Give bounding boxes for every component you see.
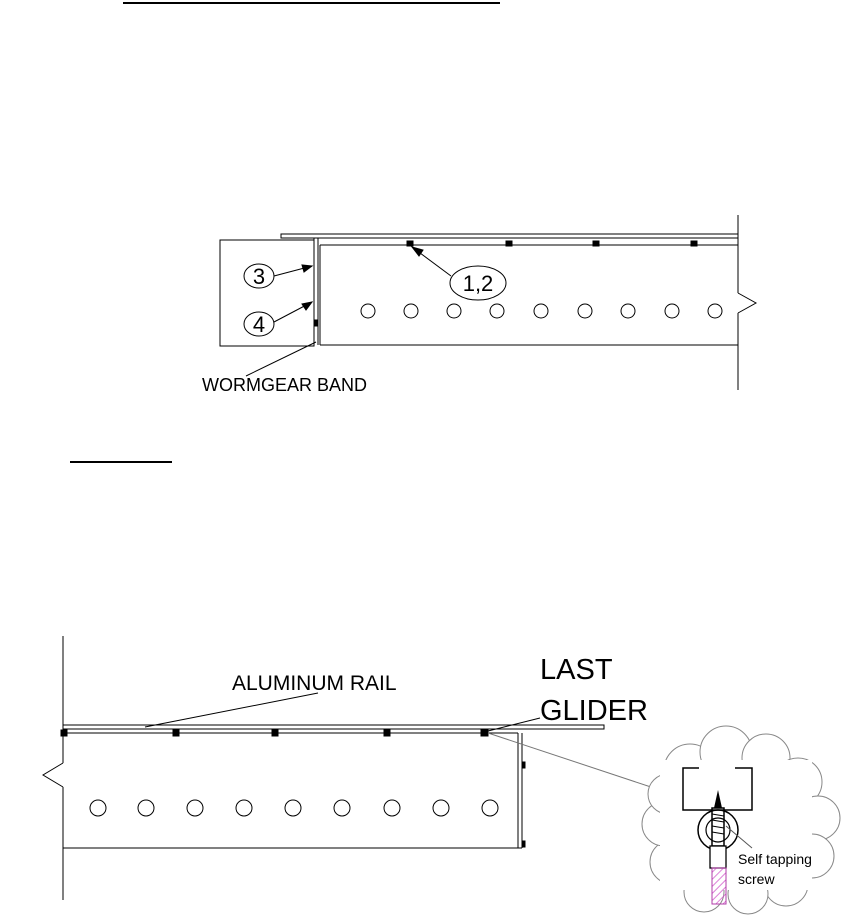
glider <box>406 240 414 247</box>
callout-balloon-1-2 <box>449 265 507 301</box>
perforation-hole <box>707 303 723 319</box>
perforation-hole <box>333 799 351 817</box>
callout-3: 3 <box>253 264 265 289</box>
perforation-hole <box>360 303 376 319</box>
perforation-hole <box>186 799 204 817</box>
break-line <box>42 762 64 788</box>
aluminum-rail-bottom <box>62 724 605 730</box>
bottom-figure <box>42 636 661 900</box>
glider <box>271 729 279 737</box>
callout-balloon-4 <box>243 311 275 337</box>
perforation-hole <box>481 799 499 817</box>
perforation-hole <box>235 799 253 817</box>
perforation-hole <box>383 799 401 817</box>
last-glider <box>480 729 489 737</box>
glider <box>690 240 698 247</box>
wormgear-band-label: WORMGEAR BAND <box>202 375 367 395</box>
self-tapping-label-line1: Self tapping <box>738 851 812 867</box>
last-glider-label-line2: GLIDER <box>540 695 648 727</box>
aluminum-rail-top <box>280 233 739 239</box>
glider <box>383 729 391 737</box>
top-figure <box>219 215 758 390</box>
callout-1-2: 1,2 <box>463 271 494 296</box>
perforation-hole <box>284 799 302 817</box>
perforation-hole <box>620 303 636 319</box>
perforation-hole <box>533 303 549 319</box>
perforation-hole <box>403 303 419 319</box>
break-line <box>737 292 758 314</box>
left-duct-segment <box>219 239 315 347</box>
self-tapping-label-line2: screw <box>738 871 775 887</box>
callout-4: 4 <box>253 312 265 337</box>
perforation-hole <box>664 303 680 319</box>
perforation-hole <box>432 799 450 817</box>
glider <box>592 240 600 247</box>
detail-cloud <box>641 725 841 915</box>
perforation-hole <box>489 303 505 319</box>
perforation-hole <box>446 303 462 319</box>
glider <box>60 729 68 737</box>
aluminum-rail-label: ALUMINUM RAIL <box>232 672 397 695</box>
perforation-hole <box>577 303 593 319</box>
perforation-hole <box>137 799 155 817</box>
perforation-hole <box>89 799 107 817</box>
glider <box>505 240 513 247</box>
glider <box>172 729 180 737</box>
last-glider-label-line1: LAST <box>540 654 613 686</box>
